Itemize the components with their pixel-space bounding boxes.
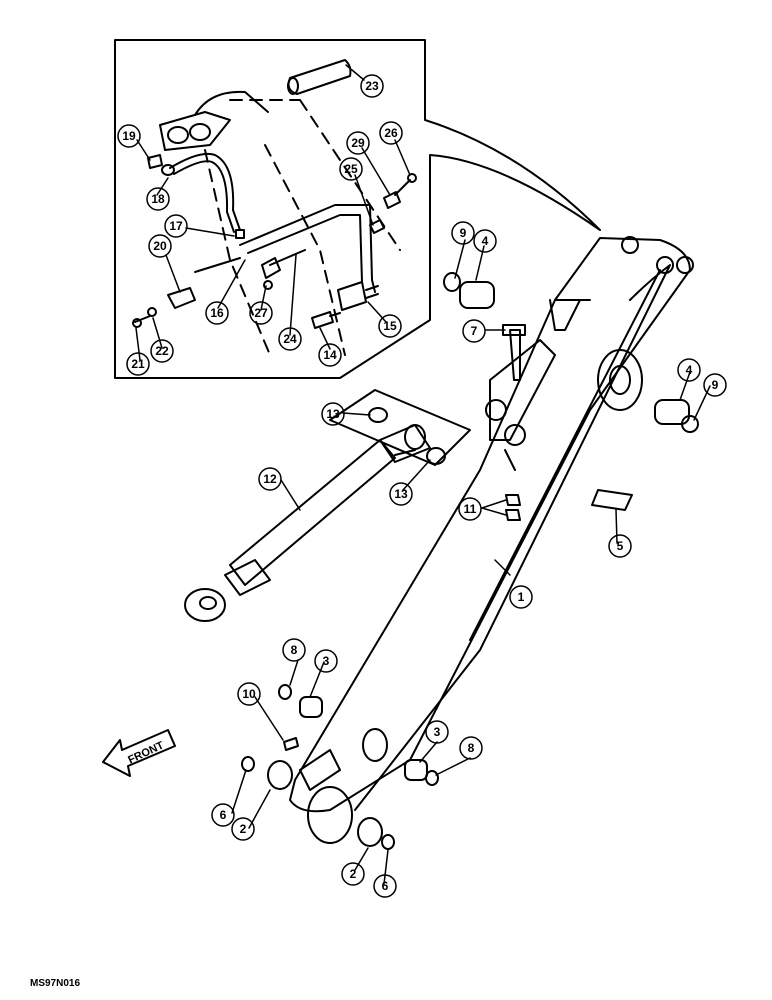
nuts-11 <box>505 494 521 521</box>
bushing-top-left <box>443 272 495 309</box>
callout-6-right: 6 <box>382 879 389 893</box>
callout-24: 24 <box>283 332 297 346</box>
callout-16: 16 <box>210 306 224 320</box>
callout-3-left: 3 <box>323 654 330 668</box>
bushing-top-right <box>654 399 699 433</box>
inset-bracket <box>311 281 379 329</box>
grease-fitting <box>283 737 299 751</box>
callout-23: 23 <box>365 79 379 93</box>
bolt-7 <box>502 324 526 381</box>
callout-9-top: 9 <box>460 226 467 240</box>
pin-right <box>591 489 633 511</box>
callout-6-left: 6 <box>220 808 227 822</box>
callout-2-right: 2 <box>350 867 357 881</box>
leader-lines <box>135 64 711 885</box>
inset-hydraulic-line <box>239 204 376 293</box>
figure-code: MS97N016 <box>30 978 81 989</box>
callout-20: 20 <box>153 239 167 253</box>
callout-18: 18 <box>151 192 165 206</box>
callout-11: 11 <box>464 502 477 516</box>
link-plates <box>485 339 556 471</box>
callout-22: 22 <box>155 344 169 358</box>
callout-4-right: 4 <box>686 363 693 377</box>
callout-8-right: 8 <box>468 741 475 755</box>
front-label: FRONT <box>126 739 166 766</box>
collars <box>241 756 395 850</box>
callout-10: 10 <box>242 687 256 701</box>
callout-7: 7 <box>471 324 478 338</box>
front-arrow-icon <box>102 729 176 777</box>
callout-15: 15 <box>383 319 397 333</box>
inset-fitting <box>147 154 163 169</box>
hydraulic-cylinder <box>184 424 431 622</box>
callout-8-left: 8 <box>291 643 298 657</box>
bushing-lower-left <box>278 684 323 718</box>
callout-1: 1 <box>518 590 525 604</box>
callout-4-top: 4 <box>482 234 489 248</box>
inset-connectors <box>235 229 281 290</box>
callout-14: 14 <box>323 348 337 362</box>
callout-25: 25 <box>344 162 358 176</box>
main-arm <box>289 236 694 844</box>
shim-plate <box>329 389 471 466</box>
inset-top-fittings <box>369 173 417 234</box>
inset-clamp <box>132 257 241 328</box>
inset-detail-box <box>114 39 601 379</box>
bushing-lower-right <box>404 759 439 786</box>
washers <box>368 407 446 465</box>
callout-19: 19 <box>122 129 136 143</box>
callout-labels: 23 19 18 17 20 16 21 22 27 24 14 15 25 2… <box>122 79 718 893</box>
callout-9-right: 9 <box>712 378 719 392</box>
callout-27: 27 <box>254 306 268 320</box>
callout-12: 12 <box>263 472 277 486</box>
callout-2-left: 2 <box>240 822 247 836</box>
callout-21: 21 <box>131 357 145 371</box>
callout-3-right: 3 <box>434 725 441 739</box>
callout-17: 17 <box>169 219 183 233</box>
inset-pin <box>287 59 352 95</box>
inset-hose <box>161 152 241 233</box>
callout-5: 5 <box>617 539 624 553</box>
callout-29: 29 <box>351 136 365 150</box>
inset-arm-section <box>159 90 401 356</box>
callout-13-bottom: 13 <box>394 487 408 501</box>
callout-26: 26 <box>384 126 398 140</box>
callout-circles <box>117 74 727 898</box>
callout-13-top: 13 <box>326 407 340 421</box>
